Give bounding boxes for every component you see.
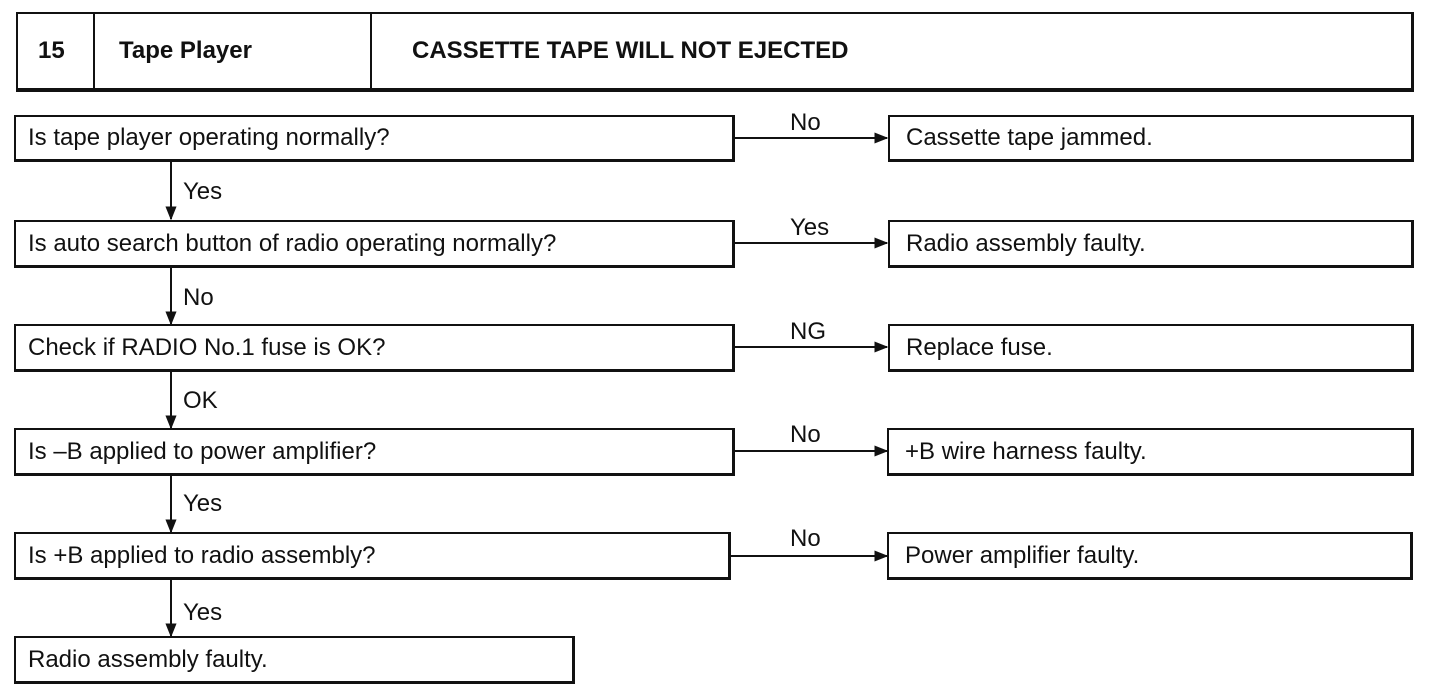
question-box: Is +B applied to radio assembly? <box>14 532 731 580</box>
header-divider <box>93 14 95 88</box>
next-label: No <box>183 284 214 311</box>
next-label: Yes <box>183 599 223 626</box>
result-box: Radio assembly faulty. <box>888 220 1414 268</box>
result-box: Replace fuse. <box>888 324 1414 372</box>
question-box: Is –B applied to power amplifier? <box>14 428 735 476</box>
final-result-box: Radio assembly faulty. <box>14 636 575 684</box>
header-divider <box>370 14 372 88</box>
question-box: Is auto search button of radio operating… <box>14 220 735 268</box>
header-bar: 15 Tape Player CASSETTE TAPE WILL NOT EJ… <box>16 12 1414 92</box>
question-box: Check if RADIO No.1 fuse is OK? <box>14 324 735 372</box>
result-box: +B wire harness faulty. <box>887 428 1414 476</box>
branch-label: No <box>790 421 821 448</box>
question-box: Is tape player operating normally? <box>14 115 735 162</box>
result-box: Power amplifier faulty. <box>887 532 1413 580</box>
page-title: CASSETTE TAPE WILL NOT EJECTED <box>412 37 849 64</box>
next-label: Yes <box>183 178 223 205</box>
result-box: Cassette tape jammed. <box>888 115 1414 162</box>
section-name: Tape Player <box>119 37 252 64</box>
next-label: OK <box>183 387 218 414</box>
section-number: 15 <box>38 37 65 64</box>
branch-label: No <box>790 109 821 136</box>
branch-label: NG <box>790 318 826 345</box>
next-label: Yes <box>183 490 223 517</box>
branch-label: No <box>790 525 821 552</box>
branch-label: Yes <box>790 214 830 241</box>
